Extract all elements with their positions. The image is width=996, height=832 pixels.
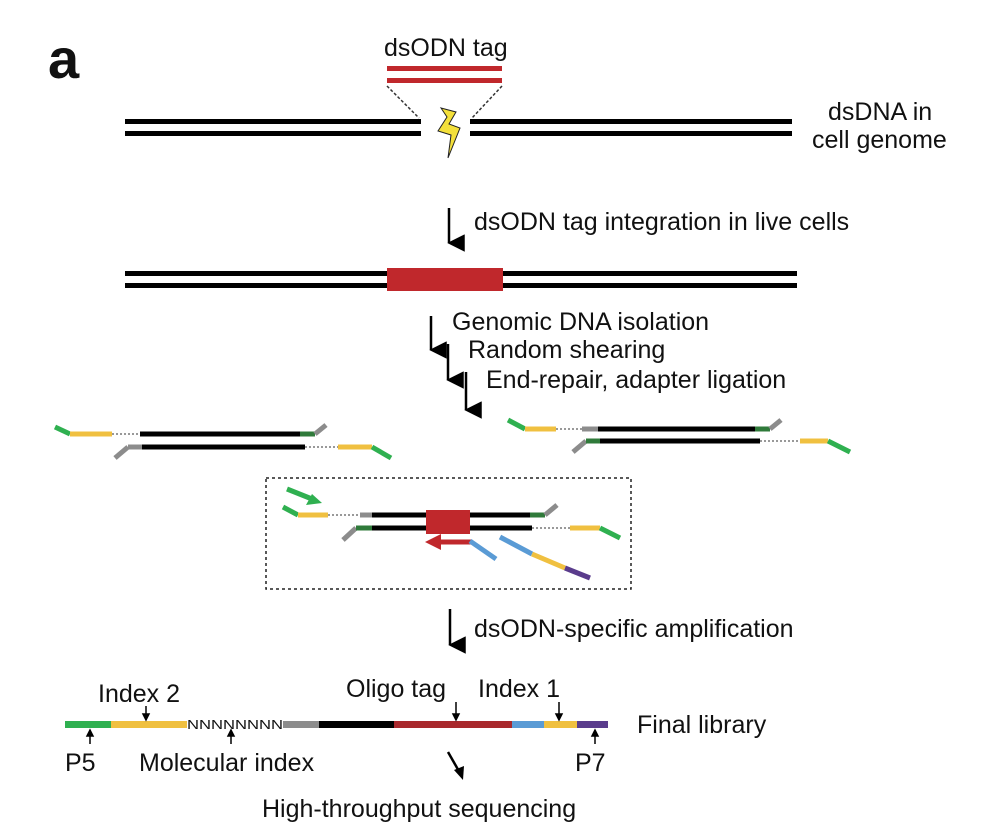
final-library-pointers xyxy=(85,702,600,744)
final-library-label: Final library xyxy=(637,711,767,739)
oligo-tag-label: Oligo tag xyxy=(346,675,446,703)
step-amplification-label: dsODN-specific amplification xyxy=(474,615,794,643)
integrated-tag-in-fragment xyxy=(426,510,470,534)
amplification-box xyxy=(265,477,632,590)
index-primer-oligo xyxy=(498,534,591,581)
ligated-fragment-right xyxy=(506,417,852,455)
molecular-index-sequence: NNNNNNNN xyxy=(187,717,283,732)
p5-label: P5 xyxy=(65,749,96,777)
arrow-sequencing xyxy=(446,751,464,780)
molecular-index-label: Molecular index xyxy=(139,749,315,777)
panel-label: a xyxy=(48,27,80,90)
final-library-construct xyxy=(65,721,608,728)
primer-reverse-arrow xyxy=(425,534,498,562)
genome-with-tag xyxy=(125,268,797,291)
step-integration-label: dsODN tag integration in live cells xyxy=(474,208,849,236)
hts-label: High-throughput sequencing xyxy=(262,795,576,823)
dsdna-label-line1: dsDNA in xyxy=(828,98,932,126)
dsdna-label-line2: cell genome xyxy=(812,126,947,154)
double-strand-break-bolt xyxy=(437,107,461,159)
step-repair-label: End-repair, adapter ligation xyxy=(486,366,786,394)
step-shearing-label: Random shearing xyxy=(468,336,665,364)
dsodn-tag-label: dsODN tag xyxy=(384,34,508,62)
index2-label: Index 2 xyxy=(98,680,180,708)
ligated-fragment-left xyxy=(53,423,393,461)
step-isolation-label: Genomic DNA isolation xyxy=(452,308,709,336)
index1-label: Index 1 xyxy=(478,675,560,703)
genome-dsdna-broken xyxy=(125,119,792,136)
insertion-guide-lines xyxy=(386,85,503,119)
primer-forward-arrow xyxy=(286,486,322,505)
dsodn-tag xyxy=(387,66,502,83)
p7-label: P7 xyxy=(575,749,606,777)
